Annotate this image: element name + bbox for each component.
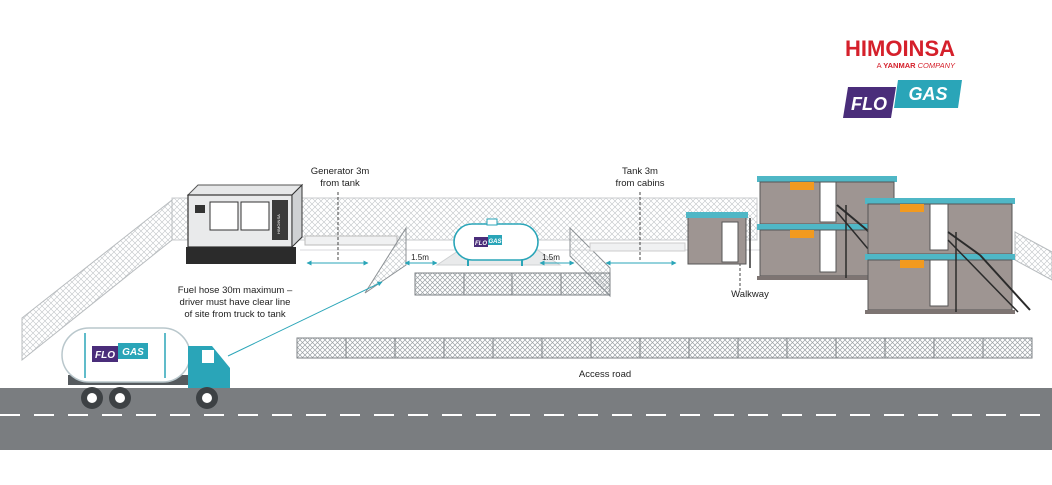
front-fence [296, 337, 1033, 359]
cabin-stack-2 [865, 198, 1031, 314]
road [0, 388, 1052, 450]
generator-distance-line1: Generator 3m [310, 166, 370, 177]
fuel-hose-line3: of site from truck to tank [184, 309, 286, 320]
flogas-logo: FLO GAS [843, 80, 962, 118]
generator-distance-line2: from tank [320, 178, 360, 189]
right-side-fence [1014, 231, 1052, 281]
tanker-truck: FLO GAS [61, 327, 230, 409]
tagline-prefix: A [877, 61, 882, 70]
walkway-label: Walkway [731, 289, 769, 300]
himoinsa-logo: HIMOINSA A YANMAR COMPANY [845, 36, 956, 70]
tank-distance-line2: from cabins [615, 178, 665, 189]
fuel-hose-label: Fuel hose 30m maximum – driver must have… [165, 285, 305, 321]
left-side-fence [21, 198, 173, 362]
right-gap-label: 1.5m [542, 253, 560, 262]
company-name: HIMOINSA [845, 36, 955, 61]
product-logo-left: FLO [851, 94, 887, 114]
generator-distance-label: Generator 3m from tank [300, 166, 380, 190]
svg-text:A YANMAR COMPANY: A YANMAR COMPANY [877, 61, 956, 70]
tank-logo-left: FLO [475, 241, 487, 247]
tank-logo-right: GAS [488, 239, 501, 245]
left-gap-label: 1.5m [411, 253, 429, 262]
truck-logo-left: FLO [95, 350, 115, 361]
fuel-hose-line1: Fuel hose 30m maximum – [177, 285, 293, 296]
gas-tank: FLO GAS [453, 218, 539, 266]
right-low-wall [589, 242, 686, 252]
generator-brand-text: HIMOINSA [276, 214, 281, 234]
product-logo-right: GAS [908, 84, 947, 104]
tagline-brand: YANMAR [883, 61, 916, 70]
generator: HIMOINSA [186, 183, 304, 264]
fuel-hose-line2: driver must have clear line [179, 297, 291, 308]
tagline-suffix: COMPANY [918, 61, 956, 70]
tank-distance-line1: Tank 3m [622, 166, 658, 177]
access-road-label: Access road [578, 369, 632, 380]
truck-logo-right: GAS [122, 347, 144, 358]
small-cabin [686, 212, 751, 268]
low-wall [304, 235, 398, 246]
tank-distance-label: Tank 3m from cabins [600, 166, 680, 190]
